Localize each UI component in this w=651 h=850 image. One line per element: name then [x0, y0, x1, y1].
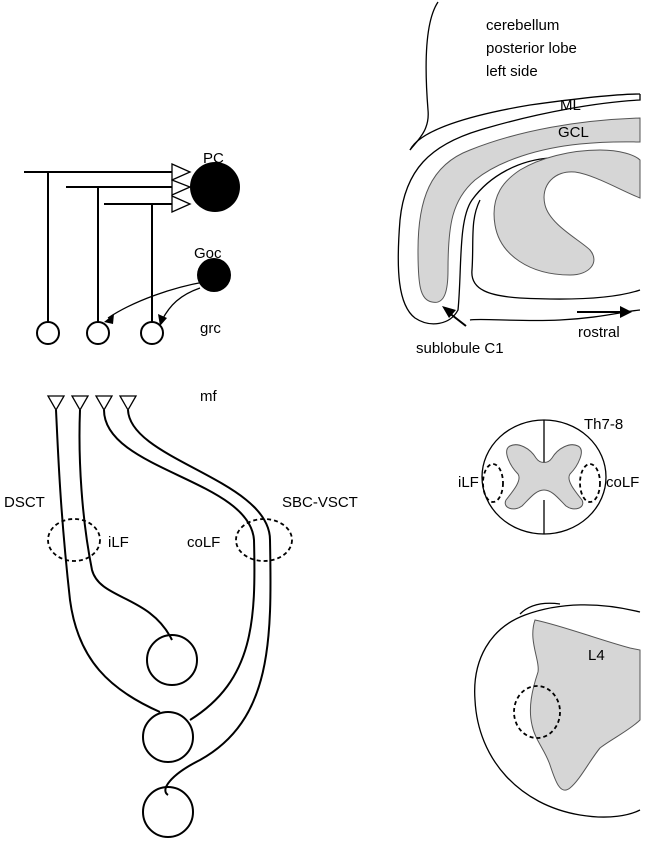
th-colf-label: coLF	[606, 474, 639, 491]
goc-label: Goc	[194, 245, 222, 262]
dsct-fiber-outer	[55, 409, 161, 713]
ml-outer-contour	[409, 93, 641, 151]
mf-terminal-3	[94, 395, 114, 412]
synapse-triangle-2	[171, 179, 192, 197]
cerebellar-circuit: PC Goc grc	[24, 150, 240, 345]
th-colf-oval	[579, 463, 601, 503]
soma-middle	[142, 711, 194, 763]
rostral-label: rostral	[578, 324, 620, 341]
mf-terminal-2	[70, 395, 90, 412]
gcl-band-upper	[417, 117, 641, 303]
l4-cord-notch	[519, 602, 561, 615]
ml-inner-outline	[397, 94, 641, 325]
sbc-vsct-label: SBC-VSCT	[282, 494, 358, 511]
vsct-fiber-2	[127, 409, 272, 796]
sublobule-label: sublobule C1	[416, 340, 504, 357]
colf-oval	[235, 518, 293, 562]
th-level-label: Th7-8	[584, 416, 623, 433]
l4-cord-outline	[474, 604, 641, 818]
pc-label: PC	[203, 150, 224, 167]
cerebellum-upper-contour	[409, 1, 439, 151]
granule-cell-3	[140, 321, 164, 345]
soma-lower	[142, 786, 194, 838]
grc-label: grc	[200, 320, 221, 337]
mf-label: mf	[200, 388, 217, 405]
goc-axon-2	[161, 287, 201, 321]
l4-level-label: L4	[588, 647, 605, 664]
colf-label-left: coLF	[187, 534, 220, 551]
purkinje-cell	[190, 162, 240, 212]
spinal-pathways: mf DSCT iLF coLF SBC-VSCT	[4, 388, 358, 838]
ml-label: ML	[560, 97, 581, 114]
granule-cell-1	[36, 321, 60, 345]
gcl-label: GCL	[558, 124, 589, 141]
spinal-cord-l4: L4	[474, 602, 641, 818]
gcl-band-inner	[493, 149, 641, 276]
l4-oval	[513, 685, 561, 739]
spinal-cord-th: Th7-8 iLF coLF	[458, 416, 639, 535]
cerebellum-title-line1: cerebellum	[486, 17, 559, 34]
golgi-cell	[197, 258, 231, 292]
granule-cell-2	[86, 321, 110, 345]
sbc-fiber-1	[103, 409, 256, 721]
dsct-label: DSCT	[4, 494, 45, 511]
goc-terminal-1	[104, 314, 114, 324]
soma-upper	[146, 634, 198, 686]
th-gray-matter	[504, 444, 584, 510]
mf-terminal-4	[118, 395, 138, 412]
rostral-arrow-head	[620, 306, 632, 318]
ilf-label-left: iLF	[108, 534, 129, 551]
cerebellum-section: cerebellum posterior lobe left side ML G…	[397, 1, 641, 357]
goc-terminal-2	[158, 314, 167, 326]
cerebellum-title-line3: left side	[486, 63, 538, 80]
synapse-triangle-1	[171, 162, 192, 182]
th-ilf-label: iLF	[458, 474, 479, 491]
cerebellum-title-line2: posterior lobe	[486, 40, 577, 57]
ilf-oval	[47, 518, 101, 562]
ml-lower-contour	[471, 199, 641, 300]
th-ilf-oval	[482, 463, 504, 503]
mf-terminal-1	[46, 395, 66, 412]
synapse-triangle-3	[171, 194, 192, 214]
sublobule-arrow-head	[442, 306, 456, 318]
dsct-fiber-inner	[78, 409, 173, 641]
l4-gray-matter	[529, 619, 641, 791]
goc-axon-1	[107, 281, 205, 319]
